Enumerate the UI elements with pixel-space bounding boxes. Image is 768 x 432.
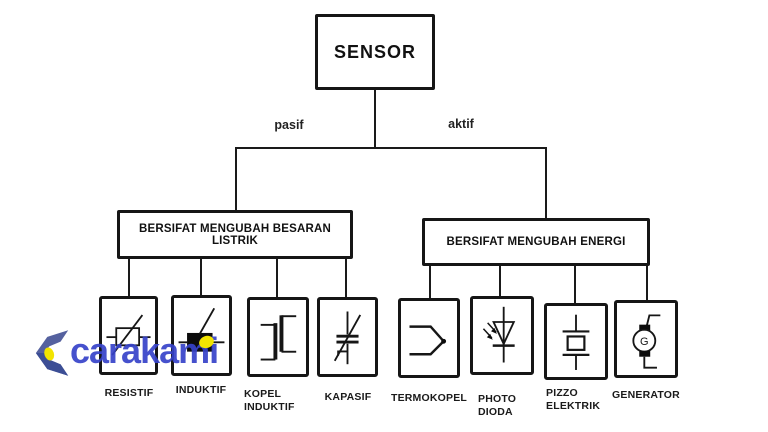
leaf-box-pizzo-elektrik [544,303,608,380]
leaf-label-termokopel: TERMOKOPEL [390,392,468,404]
connector-kopel-induktif [276,259,278,297]
generator-icon: G [632,314,661,369]
connector-right-branch-vertical [545,147,547,219]
leaf-box-generator: G [614,300,678,378]
piezoelectric-crystal-icon [562,314,590,370]
leaf-label-pizzo-elektrik: PIZZO ELEKTRIK [546,387,601,413]
thermocouple-icon [409,325,447,356]
connector-termokopel [429,266,431,298]
category-left-label: BERSIFAT MENGUBAH BESARAN LISTRIK [139,222,331,247]
root-node-sensor: SENSOR [315,14,435,90]
connector-root-vertical [374,90,376,148]
leaf-label-induktif: INDUKTIF [175,384,227,396]
coupled-inductor-transformer-icon [260,315,297,361]
connector-induktif [200,259,202,295]
category-box-besaran-listrik: BERSIFAT MENGUBAH BESARAN LISTRIK [117,210,353,259]
leaf-label-kapasif: KAPASIF [324,391,372,403]
leaf-box-photo-dioda [470,296,534,375]
leaf-label-photo-dioda: PHOTO DIODA [478,393,517,419]
connector-generator [646,266,648,300]
leaf-label-resistif: RESISTIF [104,387,154,399]
variable-capacitor-icon [333,311,362,365]
connector-left-branch-vertical [235,147,237,211]
leaf-box-induktif [171,295,232,376]
category-box-energi: BERSIFAT MENGUBAH ENERGI [422,218,650,266]
leaf-label-kopel-induktif: KOPEL INDUKTIF [244,388,295,414]
edge-label-aktif: aktif [448,117,474,131]
svg-text:G: G [640,336,649,348]
leaf-label-generator: GENERATOR [612,389,680,401]
variable-resistor-icon [106,314,151,356]
leaf-box-termokopel [398,298,460,378]
carakami-logo-icon [35,330,69,376]
connector-resistif [128,259,130,296]
category-right-label: BERSIFAT MENGUBAH ENERGI [446,236,626,248]
leaf-box-kopel-induktif [247,297,309,377]
root-node-label: SENSOR [333,41,417,62]
photodiode-icon [482,306,516,363]
edge-label-pasif: pasif [274,118,304,132]
leaf-box-resistif [99,296,158,375]
connector-pizzo-elektrik [574,266,576,303]
connector-main-horizontal [235,147,547,149]
leaf-box-kapasif [317,297,378,377]
connector-kapasif [345,259,347,297]
variable-inductor-icon [178,307,225,352]
connector-photo-dioda [499,266,501,296]
